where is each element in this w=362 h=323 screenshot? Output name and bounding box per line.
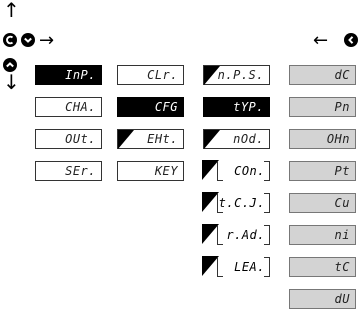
option-ni[interactable]: ni <box>289 225 356 245</box>
option-tc[interactable]: tC <box>289 257 356 277</box>
option-dc[interactable]: dC <box>289 65 356 85</box>
down-button-icon <box>21 33 35 47</box>
menu-item-clear[interactable]: CLr. <box>117 65 184 85</box>
selector-wedge <box>204 130 220 149</box>
menu-item-channel[interactable]: CHA. <box>35 97 102 117</box>
bracket-right <box>264 161 270 181</box>
menu-item-type[interactable]: tYP. <box>203 97 270 117</box>
bracket-left <box>217 161 223 181</box>
menu-item-config[interactable]: CFG <box>117 97 184 117</box>
menu-item-tcj[interactable]: t.C.J. <box>202 192 270 213</box>
left-button-icon <box>344 33 358 47</box>
option-pt[interactable]: Pt <box>289 161 356 181</box>
bracket-left <box>217 193 223 213</box>
enter-button-icon <box>3 33 17 47</box>
menu-item-rad[interactable]: r.Ad. <box>202 224 270 245</box>
bracket-left <box>217 225 223 245</box>
up-arrow: ↑ <box>3 0 20 22</box>
option-pm[interactable]: Pn <box>289 97 356 117</box>
menu-item-ext[interactable]: EHt. <box>117 129 184 149</box>
selector-wedge <box>202 224 219 244</box>
selector-wedge <box>202 160 219 180</box>
menu-item-lea[interactable]: LEA. <box>202 256 270 277</box>
option-du[interactable]: dU <box>289 289 356 309</box>
selector-wedge <box>204 66 220 85</box>
menu-item-input[interactable]: InP. <box>35 65 102 85</box>
menu-item-mode[interactable]: nOd. <box>203 129 270 149</box>
down-arrow: ↓ <box>3 70 20 94</box>
selector-wedge <box>202 256 219 276</box>
bracket-right <box>264 193 270 213</box>
option-cu[interactable]: Cu <box>289 193 356 213</box>
selector-wedge <box>202 192 219 212</box>
option-ohm[interactable]: OHn <box>289 129 356 149</box>
bracket-right <box>264 257 270 277</box>
selector-wedge <box>118 130 134 149</box>
up-button-icon <box>3 58 17 72</box>
menu-item-key[interactable]: KEY <box>117 161 184 181</box>
menu-item-output[interactable]: OUt. <box>35 129 102 149</box>
bracket-right <box>264 225 270 245</box>
right-arrow: → <box>39 30 55 51</box>
left-arrow: ← <box>313 30 329 51</box>
menu-item-service[interactable]: SEr. <box>35 161 102 181</box>
menu-item-nps[interactable]: n.P.S. <box>203 65 270 85</box>
menu-item-connection[interactable]: COn. <box>202 160 270 181</box>
bracket-left <box>217 257 223 277</box>
